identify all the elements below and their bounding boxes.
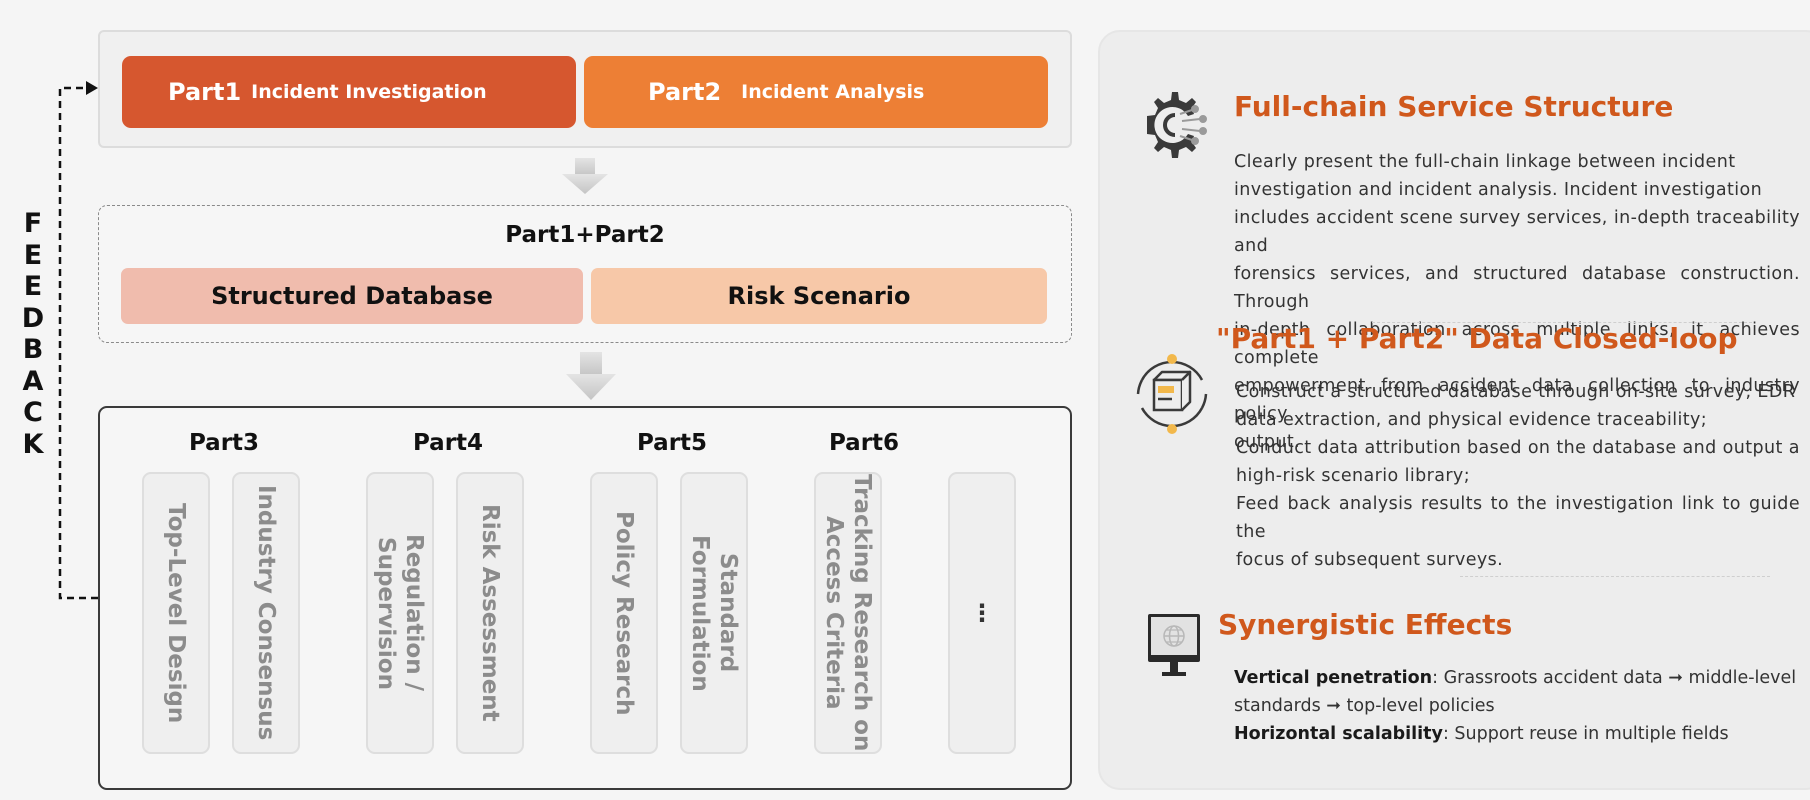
down-arrow-2 — [566, 352, 616, 400]
card-text: Supervision — [373, 536, 399, 690]
section2-line: high-risk scenario library; — [1236, 466, 1470, 486]
investigation-analysis-panel: Part1 Incident Investigation Part2 Incid… — [98, 30, 1072, 148]
section1-line: investigation and incident analysis. Inc… — [1234, 180, 1763, 200]
vertical-penetration-text: : Grassroots accident data ➞ middle-leve… — [1432, 668, 1797, 688]
section2-line: Construct a structured database through … — [1236, 382, 1796, 402]
part1-title: Incident Investigation — [251, 81, 487, 103]
section1-line: in-depth collaboration across multiple l… — [1234, 320, 1800, 368]
feedback-letter: E — [23, 271, 43, 302]
card-regulation-supervision: Regulation / Supervision — [366, 472, 434, 754]
section3-title: Synergistic Effects — [1218, 608, 1513, 641]
part4-label: Part4 — [412, 430, 484, 456]
section1-line: Clearly present the full-chain linkage b… — [1234, 152, 1736, 172]
part6-label: Part6 — [828, 430, 900, 456]
vertical-penetration-line2: standards ➞ top-level policies — [1234, 696, 1495, 716]
horizontal-scalability-text: : Support reuse in multiple fields — [1442, 724, 1729, 744]
feedback-letter: D — [21, 302, 45, 334]
part3-label: Part3 — [188, 430, 260, 456]
section2-line: data extraction, and physical evidence t… — [1236, 410, 1708, 430]
combined-output-panel: Part1+Part2 Structured Database Risk Sce… — [98, 205, 1072, 343]
section1-body: Clearly present the full-chain linkage b… — [1234, 148, 1800, 456]
section1-line: forensics services, and structured datab… — [1234, 264, 1800, 312]
vertical-penetration-line: Vertical penetration: Grassroots acciden… — [1234, 664, 1804, 692]
more-ellipsis: ⋮ — [970, 599, 994, 627]
card-text: Regulation / — [401, 534, 427, 692]
card-risk-assessment: Risk Assessment — [456, 472, 524, 754]
structured-database-box: Structured Database — [121, 268, 583, 324]
card-text: Industry Consensus — [253, 485, 279, 741]
combined-title: Part1+Part2 — [505, 222, 665, 248]
section-divider — [1372, 322, 1752, 323]
section3-body: Vertical penetration: Grassroots acciden… — [1234, 664, 1804, 748]
description-panel: Full-chain Service Structure Clearly pre… — [1098, 30, 1810, 790]
risk-scenario-box: Risk Scenario — [591, 268, 1047, 324]
section1-line: output. — [1234, 432, 1301, 452]
card-tracking-research: Tracking Research on Access Criteria — [814, 472, 882, 754]
vertical-penetration-label: Vertical penetration — [1234, 668, 1433, 688]
horizontal-scalability-line: Horizontal scalability: Support reuse in… — [1234, 720, 1804, 748]
feedback-letter: K — [22, 428, 44, 460]
card-text: Tracking Research on — [849, 474, 875, 752]
down-arrow-1 — [562, 158, 608, 194]
section2-line: Feed back analysis results to the invest… — [1236, 494, 1800, 542]
applications-panel: Part3 Part4 Part5 Part6 Top-Level Design… — [98, 406, 1072, 790]
part1-name: Part1 — [168, 78, 242, 106]
part5-label: Part5 — [636, 430, 708, 456]
card-industry-consensus: Industry Consensus — [232, 472, 300, 754]
gear-circuit-icon — [1147, 92, 1207, 158]
feedback-letter: F — [23, 208, 43, 239]
card-text: Formulation — [687, 534, 713, 692]
feedback-letter: E — [23, 239, 43, 271]
card-standard-formulation: Standard Formulation — [680, 472, 748, 754]
section1-line: empowerment from accident data collectio… — [1234, 376, 1800, 424]
part2-name: Part2 — [648, 78, 722, 106]
card-policy-research: Policy Research — [590, 472, 658, 754]
section2-body: Construct a structured database through … — [1236, 378, 1800, 574]
section2-title: "Part1 + Part2" Data Closed-loop — [1216, 322, 1738, 355]
section-divider — [1460, 576, 1770, 577]
section2-line: focus of subsequent surveys. — [1236, 550, 1504, 570]
monitor-globe-icon — [1148, 614, 1200, 676]
card-top-level-design: Top-Level Design — [142, 472, 210, 754]
part2-bar: Part2 Incident Analysis — [584, 56, 1048, 128]
feedback-letter: B — [22, 334, 44, 365]
card-text: Access Criteria — [821, 516, 847, 710]
feedback-letter: C — [23, 397, 43, 428]
section1-title: Full-chain Service Structure — [1234, 90, 1674, 123]
database-box-icon — [1136, 354, 1208, 434]
section1-line: includes accident scene survey services,… — [1234, 208, 1800, 256]
card-text: Top-Level Design — [163, 502, 189, 724]
card-text: Policy Research — [611, 510, 637, 716]
card-text: Risk Assessment — [477, 504, 503, 722]
part2-title: Incident Analysis — [741, 81, 925, 103]
feedback-letter: A — [22, 365, 44, 397]
part1-bar: Part1 Incident Investigation — [122, 56, 576, 128]
section2-line: Conduct data attribution based on the da… — [1236, 438, 1800, 458]
card-more: ⋮ — [948, 472, 1016, 754]
horizontal-scalability-label: Horizontal scalability — [1234, 724, 1443, 744]
card-text: Standard — [715, 553, 741, 673]
